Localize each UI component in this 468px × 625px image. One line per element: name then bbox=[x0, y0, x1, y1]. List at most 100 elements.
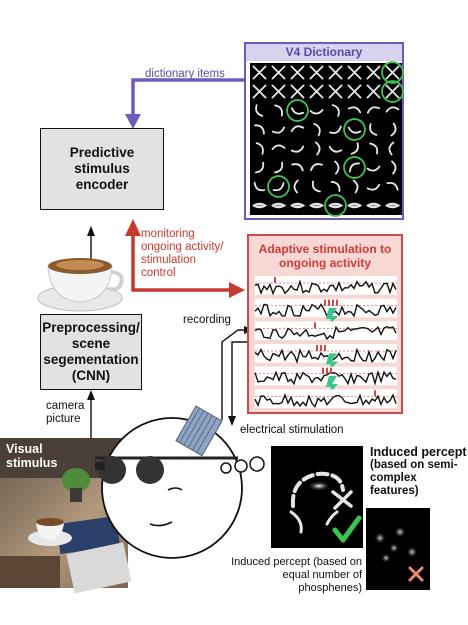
adaptive-title-line-1: Adaptive stimulation to bbox=[258, 242, 392, 256]
electrical-stimulation-label: electrical stimulation bbox=[240, 424, 344, 436]
v4-feature-glyph bbox=[328, 202, 344, 209]
v4-feature-glyph bbox=[369, 142, 379, 155]
percept-phosphene-label: Induced percept (based on equal number o… bbox=[231, 556, 362, 594]
encoder-line-3: encoder bbox=[75, 177, 129, 192]
v4-feature-glyph bbox=[254, 161, 265, 174]
v4-feature-glyph bbox=[291, 163, 304, 172]
glasses-right-lens bbox=[136, 456, 164, 484]
v4-feature-glyph bbox=[290, 145, 305, 153]
activity-trace bbox=[254, 393, 397, 408]
v4-feature-glyph bbox=[385, 84, 400, 99]
trace-row-background bbox=[255, 366, 397, 386]
v4-feature-glyph bbox=[255, 142, 264, 155]
v4-feature-glyph bbox=[271, 202, 287, 209]
v4-feature-glyph bbox=[255, 104, 264, 117]
v4-feature-glyph bbox=[369, 123, 378, 136]
v4-feature-glyph bbox=[309, 84, 324, 99]
v4-selected-item-circle bbox=[343, 156, 366, 179]
coffee-cup-image bbox=[37, 258, 124, 312]
v4-selected-item-circle bbox=[324, 194, 347, 217]
dictionary-arrowhead bbox=[125, 114, 141, 129]
head-mouth bbox=[149, 521, 173, 527]
v4-feature-glyph bbox=[366, 202, 382, 209]
percept-semi-complex-image bbox=[271, 446, 363, 548]
v4-feature-glyph bbox=[388, 141, 395, 156]
head-eye bbox=[167, 487, 183, 491]
v4-feature-glyph bbox=[310, 163, 323, 172]
v4-feature-glyph bbox=[271, 126, 286, 134]
v4-feature-glyph bbox=[252, 65, 267, 80]
v4-feature-glyph bbox=[253, 181, 266, 192]
predictive-encoder-box: Predictive stimulus encoder bbox=[40, 128, 164, 210]
v4-feature-glyph bbox=[347, 202, 363, 209]
implant-array-icon bbox=[175, 405, 223, 457]
v4-feature-glyph bbox=[314, 141, 321, 156]
v4-feature-glyph bbox=[252, 202, 268, 209]
v4-feature-glyph bbox=[366, 84, 381, 99]
thought-bubble-large bbox=[249, 456, 265, 472]
lightning-icon bbox=[326, 308, 338, 328]
v4-feature-glyph bbox=[390, 122, 397, 137]
cross-icon bbox=[408, 566, 424, 582]
v4-selected-item-circle bbox=[267, 175, 290, 198]
v4-dictionary-panel: V4 Dictionary bbox=[244, 42, 404, 220]
v4-feature-glyph bbox=[309, 202, 325, 209]
v4-feature-glyph bbox=[347, 84, 362, 99]
monitoring-arrowhead-up bbox=[125, 219, 141, 236]
lightning-icon bbox=[326, 353, 338, 374]
v4-feature-glyph bbox=[290, 202, 306, 209]
v4-feature-glyph bbox=[309, 109, 324, 115]
monitoring-arrow bbox=[131, 232, 232, 292]
v4-feature-glyph bbox=[254, 124, 265, 135]
v4-feature-glyph bbox=[334, 160, 340, 175]
phosphene-dots bbox=[374, 526, 424, 582]
v4-dictionary-grid bbox=[250, 61, 404, 217]
activity-trace bbox=[254, 303, 397, 318]
v4-feature-glyph bbox=[347, 65, 362, 80]
lightning-icon bbox=[326, 376, 338, 396]
v4-feature-glyph bbox=[385, 65, 400, 80]
v4-selected-item-circle bbox=[286, 99, 309, 122]
visual-stimulus-label: Visual stimulus bbox=[6, 442, 58, 470]
v4-dictionary-title: V4 Dictionary bbox=[246, 44, 402, 61]
v4-feature-glyph bbox=[352, 179, 359, 194]
v4-feature-glyph bbox=[347, 106, 362, 114]
v4-feature-glyphs bbox=[252, 61, 404, 217]
trace-row-background bbox=[255, 389, 397, 408]
thought-bubble-medium bbox=[234, 459, 248, 473]
v4-feature-glyph bbox=[328, 65, 343, 80]
semi-complex-glyphs bbox=[289, 471, 362, 543]
v4-selected-item-circle bbox=[343, 118, 366, 141]
v4-feature-glyph bbox=[329, 125, 342, 134]
v4-feature-glyph bbox=[328, 84, 343, 99]
check-icon bbox=[332, 515, 362, 543]
v4-selected-item-circle bbox=[381, 80, 404, 103]
preproc-line-2: scene bbox=[71, 336, 111, 351]
v4-feature-glyph bbox=[330, 181, 341, 192]
preproc-line-1: Preprocessing/ bbox=[42, 320, 140, 335]
activity-trace bbox=[254, 279, 397, 296]
glasses-camera bbox=[95, 462, 105, 470]
trace-row-background bbox=[255, 321, 397, 340]
v4-feature-glyph bbox=[349, 162, 360, 173]
monitoring-arrowhead-right bbox=[229, 282, 245, 298]
v4-feature-glyph bbox=[293, 179, 299, 194]
v4-feature-glyph bbox=[385, 202, 401, 209]
camera-arrowhead bbox=[87, 390, 95, 400]
v4-feature-glyph bbox=[391, 160, 397, 175]
trace-row-background bbox=[255, 276, 397, 295]
v4-feature-glyph bbox=[366, 165, 381, 172]
stimulation-arrowhead bbox=[228, 416, 236, 426]
camera-picture-label: camera picture bbox=[46, 400, 85, 425]
v4-feature-glyph bbox=[385, 106, 400, 113]
percept-semi-label: Induced percept (based on semi- complex … bbox=[370, 445, 467, 498]
activity-trace bbox=[254, 347, 397, 365]
desk-scene bbox=[0, 438, 132, 594]
v4-feature-glyph bbox=[328, 145, 343, 153]
adaptive-title-line-2: ongoing activity bbox=[278, 256, 371, 270]
v4-feature-glyph bbox=[347, 126, 362, 134]
v4-feature-glyph bbox=[290, 65, 305, 80]
dictionary-items-arrow bbox=[131, 78, 244, 117]
recording-label: recording bbox=[183, 314, 231, 326]
